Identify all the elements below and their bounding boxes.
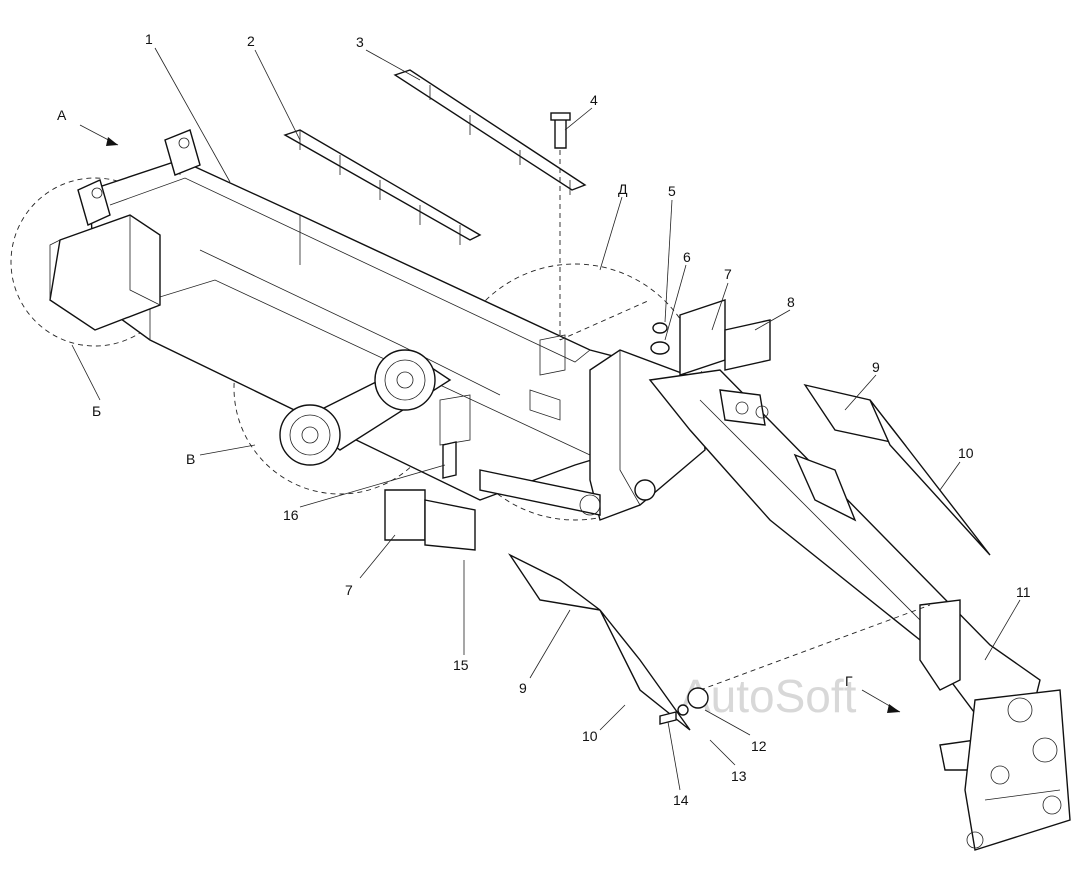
right-hub: [374, 349, 436, 411]
callout-11: 11: [1016, 584, 1031, 600]
callout-15: 15: [453, 657, 469, 673]
washer-12: [687, 687, 709, 709]
view-label-b: Б: [92, 403, 101, 419]
left-hub: [279, 404, 341, 466]
watermark: AutoSoft: [680, 670, 857, 722]
leader-lines: [71, 47, 1021, 791]
view-labels: А Б В Г Д: [57, 107, 853, 689]
callout-8: 8: [787, 294, 795, 310]
roller: [634, 479, 656, 501]
view-label-v: В: [186, 451, 195, 467]
fasteners-5-6: [650, 322, 670, 355]
bracket-2: [283, 129, 482, 241]
callout-2: 2: [247, 33, 255, 49]
plate-10-upper: [869, 399, 991, 556]
rear-hitch: [964, 689, 1071, 851]
callout-3: 3: [356, 34, 364, 50]
plate-10-lower: [599, 609, 691, 731]
callout-4: 4: [590, 92, 598, 108]
callout-9-upper: 9: [872, 359, 880, 375]
plate-8: [724, 319, 771, 371]
callout-10-lower: 10: [582, 728, 598, 744]
fasteners-12-16: [442, 441, 709, 725]
view-label-g: Г: [845, 673, 853, 689]
front-lug-right: [164, 129, 201, 176]
plate-15: [424, 499, 476, 551]
callout-9-lower: 9: [519, 680, 527, 696]
arrow-a-icon: [106, 137, 118, 146]
callout-13: 13: [731, 768, 747, 784]
callout-5: 5: [668, 183, 676, 199]
plate-9-lower: [507, 553, 601, 611]
bolt-4: [554, 117, 567, 149]
arrow-g-icon: [887, 704, 900, 713]
pin-16: [442, 441, 457, 479]
cylinder: [479, 469, 601, 516]
washer-5: [652, 322, 668, 334]
callout-12: 12: [751, 738, 767, 754]
callout-14: 14: [673, 792, 689, 808]
callout-7-lower: 7: [345, 582, 353, 598]
callout-16: 16: [283, 507, 299, 523]
callout-10-upper: 10: [958, 445, 974, 461]
axle-assembly: [279, 349, 656, 516]
washer-13: [677, 704, 689, 716]
main-frame: [49, 129, 706, 521]
drawbar-bracket: [793, 453, 857, 522]
plates: [384, 299, 991, 731]
drawbar: [648, 369, 1071, 851]
bolt-14: [659, 711, 677, 725]
callout-7-upper: 7: [724, 266, 732, 282]
callout-1: 1: [145, 31, 153, 47]
nut-6: [650, 341, 670, 355]
callout-6: 6: [683, 249, 691, 265]
plate-7-lower: [384, 489, 426, 541]
view-arrows: [79, 124, 901, 713]
view-label-d: Д: [618, 181, 628, 197]
view-label-a: А: [57, 107, 67, 123]
callouts: 1 2 3 4 5 6 7 8 9 10 11 7 15 9 10 12 13 …: [145, 31, 1031, 808]
bracket-parts: [283, 69, 651, 341]
